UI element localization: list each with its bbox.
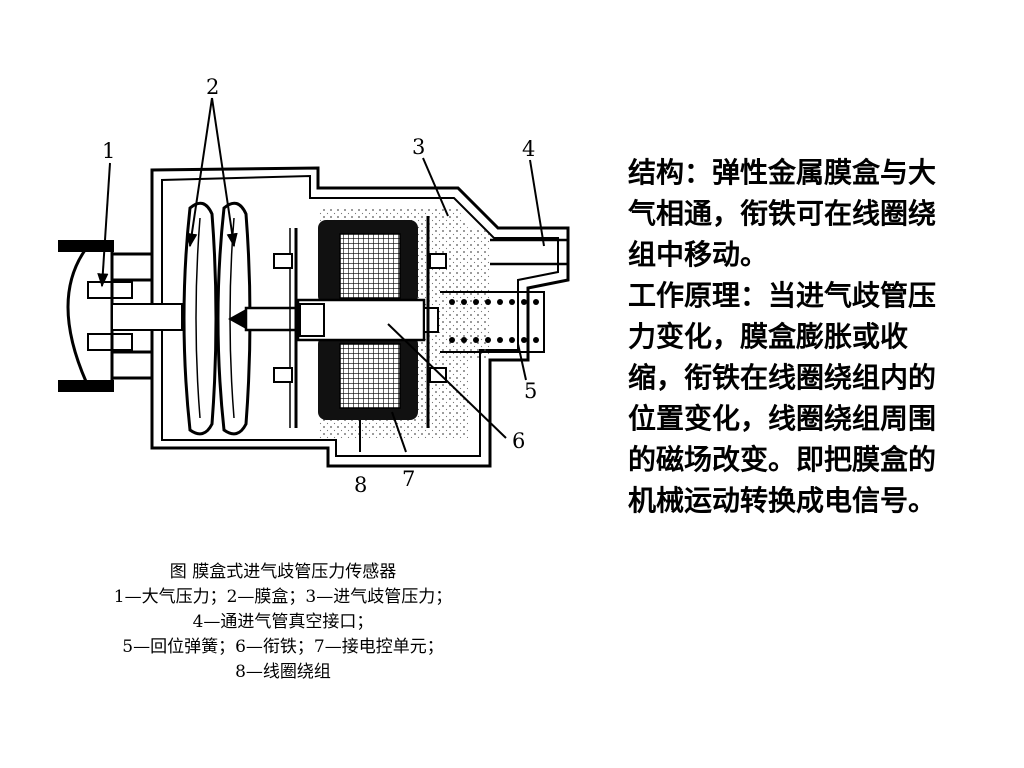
sensor-diagram: 1 2 3 4 5 6 7 8 [28, 68, 600, 510]
caption-line: 1—大气压力；2—膜盒；3—进气歧管压力； [113, 587, 453, 607]
label-2: 2 [206, 75, 219, 99]
inner-housing [161, 174, 559, 457]
diaphragm-capsule [182, 201, 218, 436]
structure-paragraph: 结构：弹性金属膜盒与大气相通，衔铁可在线圈绕组中移动。 [628, 156, 937, 271]
caption-line: 5—回位弹簧；6—衔铁；7—接电控单元； [122, 637, 444, 657]
figure-caption: 图 膜盒式进气歧管压力传感器 1—大气压力；2—膜盒；3—进气歧管压力； 4—通… [28, 560, 538, 685]
label-4: 4 [522, 137, 535, 161]
description-text: 结构：弹性金属膜盒与大气相通，衔铁可在线圈绕组中移动。 工作原理：当进气歧管压力… [628, 152, 958, 521]
principle-paragraph: 工作原理：当进气歧管压力变化，膜盒膨胀或收缩，衔铁在线圈绕组内的位置变化，线圈绕… [628, 279, 937, 517]
caption-title: 图 膜盒式进气歧管压力传感器 [169, 562, 397, 582]
return-spring [449, 299, 539, 343]
atmospheric-cap [66, 244, 114, 388]
label-6: 6 [512, 429, 525, 453]
label-3: 3 [412, 135, 425, 159]
vacuum-port [490, 238, 568, 266]
caption-line: 4—通进气管真空接口； [192, 612, 374, 632]
label-7: 7 [402, 467, 415, 491]
label-1: 1 [102, 139, 115, 163]
label-8: 8 [354, 473, 367, 497]
label-5: 5 [524, 379, 537, 403]
sensor-drawing: 1 2 3 4 5 6 7 8 [58, 75, 570, 497]
outer-housing [150, 166, 570, 468]
caption-line: 8—线圈绕组 [235, 662, 331, 682]
